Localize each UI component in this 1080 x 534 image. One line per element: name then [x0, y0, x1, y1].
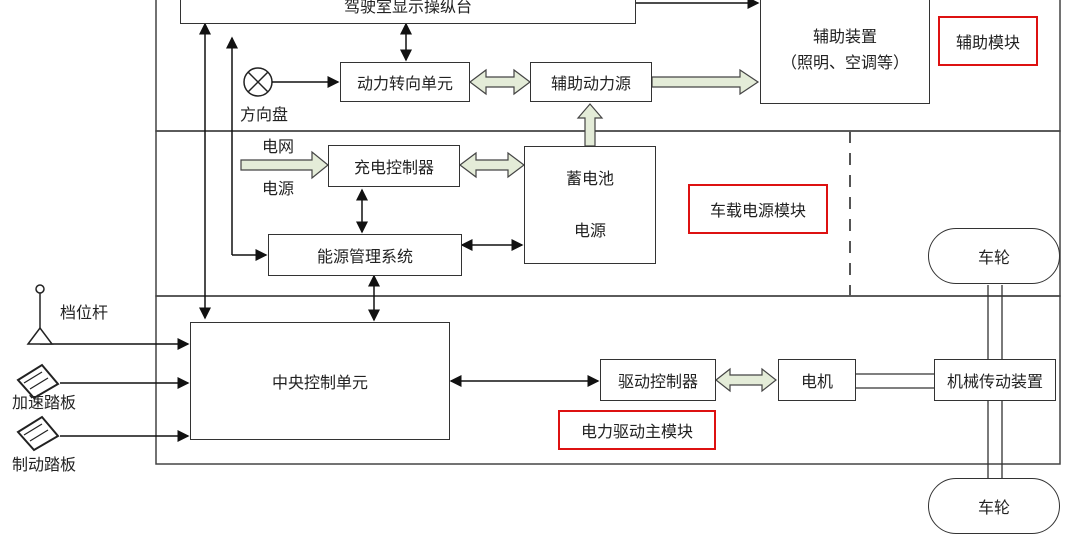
driver-console-label: 驾驶室显示操纵台	[343, 0, 472, 16]
drive-module-text: 电力驱动主模块	[580, 422, 693, 441]
grid-source-label-line1: 电网	[262, 137, 295, 156]
aux-device-label-line2: （照明、空调等）	[780, 53, 909, 72]
wheel-bottom-label: 车轮	[977, 498, 1010, 517]
power-module-text: 车载电源模块	[709, 201, 806, 220]
energy-management-label: 能源管理系统	[316, 247, 413, 266]
gear-lever-label: 档位杆	[60, 303, 109, 322]
accelerator-pedal-icon	[16, 363, 60, 400]
aux-module-text: 辅助模块	[955, 33, 1020, 52]
battery-box: 蓄电池 电源	[524, 146, 656, 264]
aux-device-label-line1: 辅助装置	[812, 27, 877, 46]
drive-module-label: 电力驱动主模块	[558, 410, 716, 450]
battery-label-line1: 蓄电池	[565, 169, 614, 188]
brake-pedal-icon	[16, 415, 60, 452]
mechanical-transmission-label: 机械传动装置	[946, 372, 1043, 391]
central-control-unit-label: 中央控制单元	[271, 373, 368, 392]
drive-module-frame	[155, 295, 1061, 465]
energy-management-box: 能源管理系统	[268, 234, 462, 276]
power-steering-label: 动力转向单元	[356, 74, 453, 93]
mechanical-transmission-box: 机械传动装置	[934, 359, 1056, 401]
steering-wheel-label: 方向盘	[240, 105, 289, 124]
battery-label-line2: 电源	[573, 221, 606, 240]
central-control-unit-box: 中央控制单元	[190, 322, 450, 440]
charge-controller-box: 充电控制器	[328, 145, 460, 187]
charge-controller-label: 充电控制器	[353, 158, 434, 177]
drive-controller-box: 驱动控制器	[600, 359, 716, 401]
connector-lines	[16, 0, 1061, 480]
wheel-top-label: 车轮	[977, 248, 1010, 267]
accel-pedal-label: 加速踏板	[12, 393, 77, 412]
brake-pedal-label: 制动踏板	[12, 455, 77, 474]
grid-source-label-line2: 电源	[262, 179, 295, 198]
wheel-top: 车轮	[928, 228, 1060, 284]
motor-box: 电机	[778, 359, 856, 401]
gear-lever-icon	[26, 284, 54, 345]
aux-device-box: 辅助装置 （照明、空调等）	[760, 0, 930, 104]
aux-power-box: 辅助动力源	[530, 62, 652, 102]
driver-console-box: 驾驶室显示操纵台	[180, 0, 636, 24]
power-module-label: 车载电源模块	[688, 184, 828, 234]
wheel-bottom: 车轮	[928, 478, 1060, 534]
ev-architecture-diagram: 驾驶室显示操纵台 辅助装置 （照明、空调等） 动力转向单元 辅助动力源 充电控制…	[12, 0, 1061, 534]
drive-controller-label: 驱动控制器	[617, 372, 698, 391]
aux-module-label: 辅助模块	[938, 16, 1038, 66]
motor-label: 电机	[800, 372, 833, 391]
power-steering-box: 动力转向单元	[340, 62, 470, 102]
aux-power-label: 辅助动力源	[550, 74, 631, 93]
